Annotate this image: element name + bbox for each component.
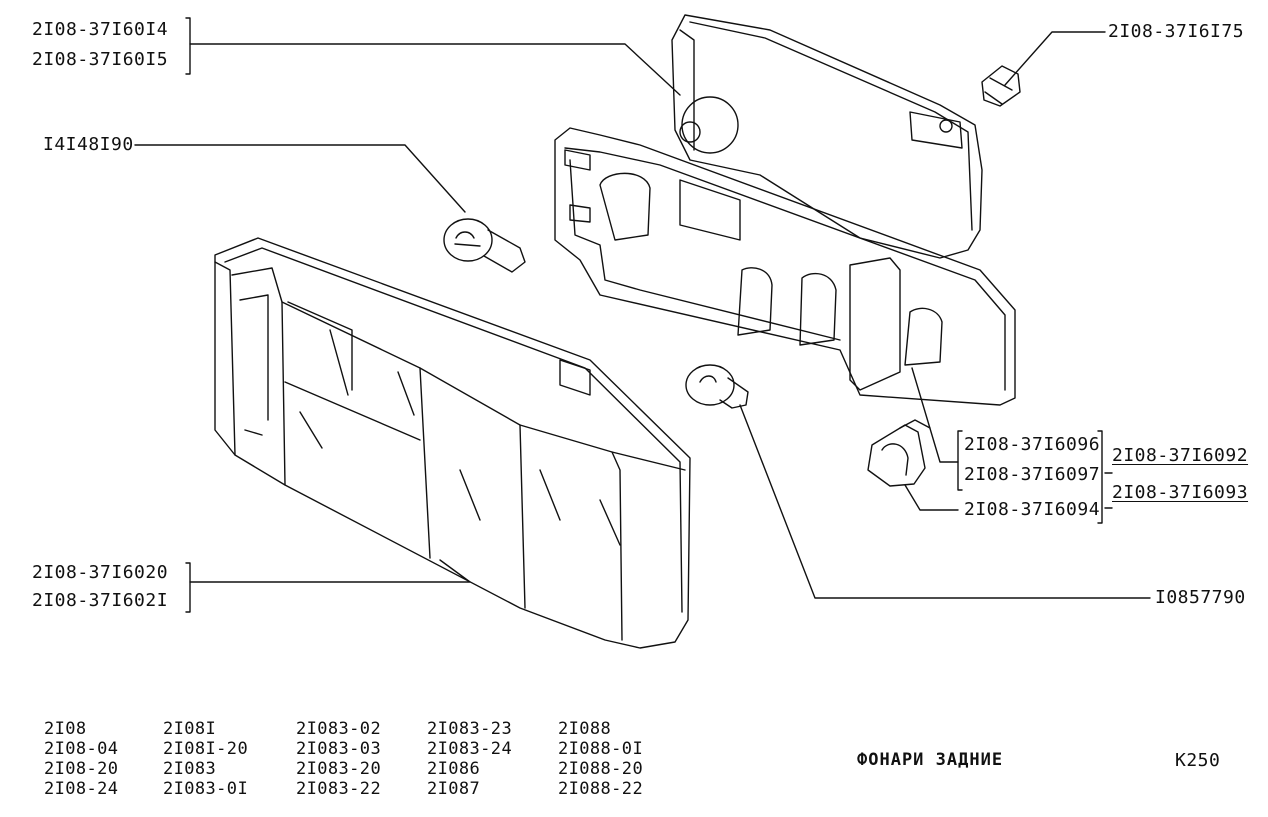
model-code: 2I083	[163, 759, 217, 779]
model-code: 2I083-22	[296, 779, 382, 799]
model-code: 2I083-02	[296, 719, 382, 739]
indicator-bulb	[443, 218, 526, 273]
callout-assembly-1: 2I08-37I6092	[1112, 445, 1249, 466]
callout-indicator-bulb: I4I48I90	[43, 134, 134, 155]
rear-cover	[671, 14, 983, 259]
callout-assembly-2: 2I08-37I6093	[1112, 482, 1249, 503]
model-code: 2I088	[558, 719, 612, 739]
callout-socket-clip: 2I08-37I6094	[964, 499, 1101, 520]
models-column-4: 2I083-23 2I083-24 2I086 2I087	[427, 719, 512, 799]
callout-stop-bulb: I0857790	[1155, 587, 1246, 608]
model-code: 2I08-04	[44, 739, 119, 759]
callout-socket-part-2: 2I08-37I6097	[964, 464, 1101, 485]
taillight-lens-housing	[214, 237, 691, 649]
models-column-2: 2I08I 2I08I-20 2I083 2I083-0I	[163, 719, 248, 799]
model-code: 2I08-24	[44, 779, 119, 799]
model-code: 2I083-0I	[163, 779, 249, 799]
bulb-holder-board	[554, 127, 1016, 406]
model-code: 2I083-24	[427, 739, 513, 759]
models-column-5: 2I088 2I088-0I 2I088-20 2I088-22	[558, 719, 643, 799]
callout-cover-part-1: 2I08-37I60I4	[32, 19, 169, 40]
callout-cover-part-2: 2I08-37I60I5	[32, 49, 169, 70]
model-code: 2I08	[44, 719, 87, 739]
diagram-title: ФОНАРИ ЗАДНИЕ	[857, 750, 1004, 770]
models-column-3: 2I083-02 2I083-03 2I083-20 2I083-22	[296, 719, 381, 799]
callout-lens-part-2: 2I08-37I602I	[32, 590, 169, 611]
model-code: 2I088-0I	[558, 739, 644, 759]
page-code: К250	[1175, 750, 1221, 771]
model-code: 2I083-20	[296, 759, 382, 779]
model-code: 2I087	[427, 779, 481, 799]
callout-socket-part-1: 2I08-37I6096	[964, 434, 1101, 455]
model-code: 2I08I	[163, 719, 217, 739]
model-code: 2I083-23	[427, 719, 513, 739]
callout-wedge-bulb: 2I08-37I6I75	[1108, 21, 1245, 42]
socket-clip	[867, 419, 931, 487]
models-column-1: 2I08 2I08-04 2I08-20 2I08-24	[44, 719, 118, 799]
model-code: 2I083-03	[296, 739, 382, 759]
stop-bulb	[685, 364, 749, 409]
callout-lens-part-1: 2I08-37I6020	[32, 562, 169, 583]
model-code: 2I08-20	[44, 759, 119, 779]
model-code: 2I088-22	[558, 779, 644, 799]
leader-lines	[134, 17, 1151, 613]
model-code: 2I08I-20	[163, 739, 249, 759]
wedge-bulb	[981, 65, 1021, 107]
model-code: 2I088-20	[558, 759, 644, 779]
model-code: 2I086	[427, 759, 481, 779]
